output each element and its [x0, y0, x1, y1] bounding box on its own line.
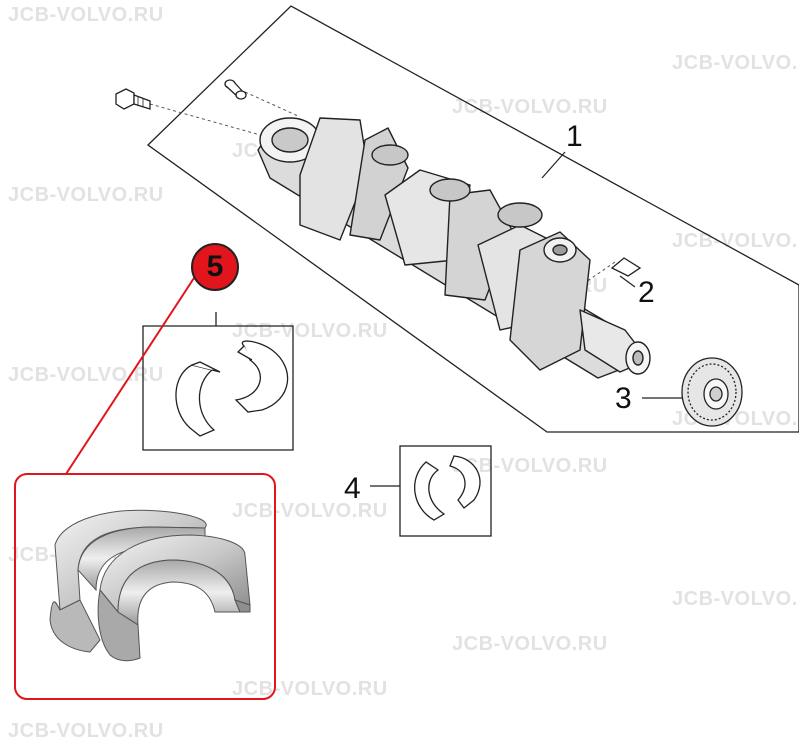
bolt-icon	[115, 88, 151, 110]
key-icon	[610, 257, 642, 277]
callout-conrod-bearing: 4	[344, 472, 361, 505]
highlight-frame	[14, 473, 276, 700]
main-bearing-shell-icon	[175, 340, 289, 437]
main-bearing-detail-icon	[49, 509, 251, 662]
leader-line	[619, 275, 636, 288]
conrod-bearing-shell-icon	[414, 455, 481, 521]
callout-gear: 3	[615, 382, 632, 415]
assembly-line	[149, 103, 279, 141]
highlight-connector	[65, 277, 195, 475]
dowel-pin-icon	[224, 79, 247, 100]
leader-line	[541, 151, 566, 179]
gear-icon	[681, 357, 743, 427]
callout-key: 2	[638, 276, 655, 309]
crankshaft-group-frame	[146, 5, 799, 433]
callout-main-bearing-badge: 5	[191, 243, 239, 291]
conrod-bearing-frame	[399, 445, 492, 537]
callout-crankshaft: 1	[566, 120, 583, 153]
assembly-line	[244, 91, 299, 117]
main-bearing-frame	[142, 312, 294, 451]
crankshaft-icon	[257, 117, 651, 379]
